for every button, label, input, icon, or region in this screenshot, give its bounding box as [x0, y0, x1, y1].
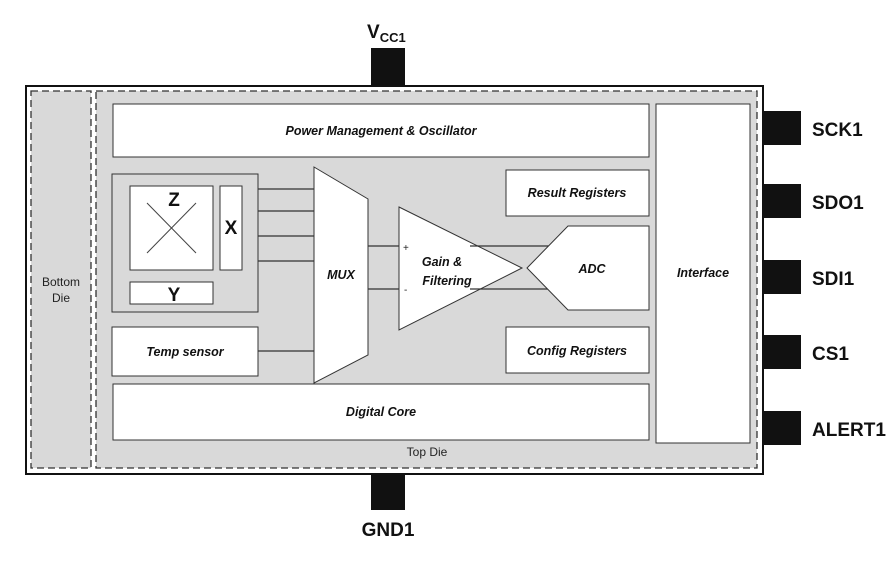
- alert-pad: [763, 411, 801, 445]
- cs-pin-label: CS1: [812, 344, 849, 365]
- mux-label: MUX: [327, 268, 355, 282]
- gain-filtering-block: [398, 206, 524, 331]
- power-management-label: Power Management & Oscillator: [285, 124, 477, 138]
- cs-pad: [763, 335, 801, 369]
- digital-core-label: Digital Core: [346, 405, 416, 419]
- gain-label-line2: Filtering: [422, 274, 472, 288]
- digital-core-block: [112, 383, 650, 441]
- top-die-label: Top Die: [407, 445, 448, 459]
- sensor-cross-line-2: [146, 202, 197, 254]
- x-sensor-element: [219, 185, 243, 271]
- vcc-pin-label: VCC1: [367, 22, 406, 45]
- temp-sensor-label: Temp sensor: [146, 345, 224, 359]
- y-sensor-element: [129, 281, 214, 305]
- gnd-pad: [371, 474, 405, 510]
- vcc-pad: [371, 48, 405, 86]
- minus-sign: -: [404, 285, 407, 296]
- axis-x-label: X: [225, 218, 238, 239]
- adc-label: ADC: [577, 262, 606, 276]
- interface-label: Interface: [677, 266, 729, 280]
- config-registers-block: [505, 326, 650, 374]
- sdo-pin-label: SDO1: [812, 193, 864, 214]
- mux-block: [313, 166, 369, 384]
- bottom-die: [30, 90, 92, 469]
- sdi-pad: [763, 260, 801, 294]
- sck-pad: [763, 111, 801, 145]
- sdi-pin-label: SDI1: [812, 269, 855, 290]
- sdo-pad: [763, 184, 801, 218]
- temp-sensor-block: [111, 326, 259, 377]
- config-registers-label: Config Registers: [527, 344, 627, 358]
- axis-y-label: Y: [168, 285, 181, 306]
- result-registers-block: [505, 169, 650, 217]
- bottom-die-label-line2: Die: [52, 291, 70, 305]
- gain-label-line1: Gain &: [422, 255, 462, 269]
- sck-pin-label: SCK1: [812, 120, 863, 141]
- plus-sign: +: [403, 243, 409, 254]
- vcc-pin-main: V: [367, 22, 380, 43]
- result-registers-label: Result Registers: [528, 186, 627, 200]
- bottom-die-label-line1: Bottom: [42, 275, 80, 289]
- gnd-pin-label: GND1: [362, 520, 415, 541]
- alert-pin-label: ALERT1: [812, 420, 886, 441]
- power-management-block: [112, 103, 650, 158]
- adc-block: [526, 225, 650, 311]
- vcc-pin-sub: CC1: [380, 30, 406, 45]
- axis-z-label: Z: [168, 190, 180, 211]
- interface-block: [655, 103, 751, 444]
